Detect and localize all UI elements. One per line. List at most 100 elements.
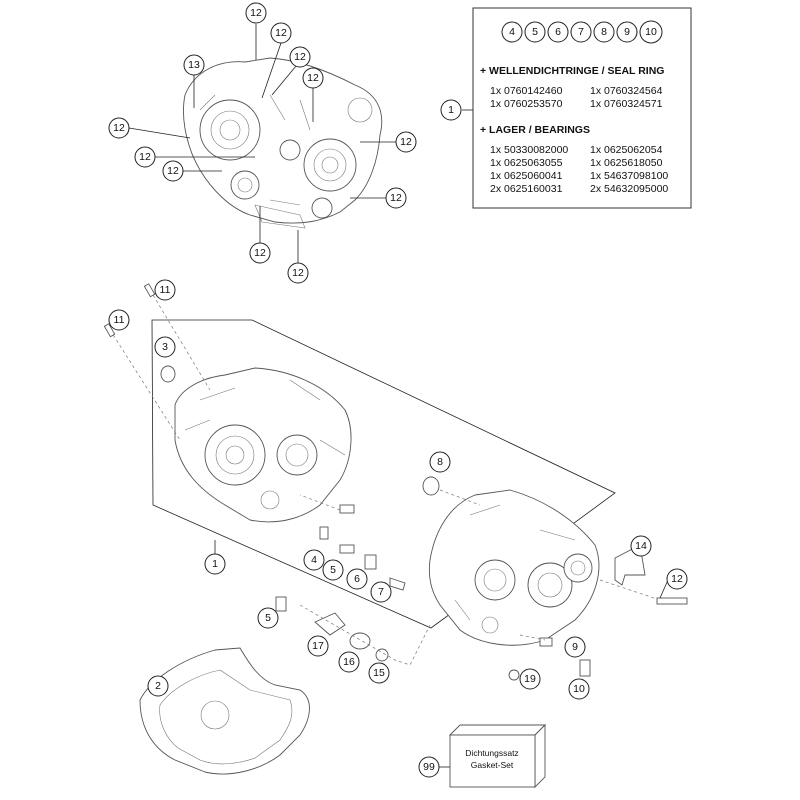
callout-12: 12: [287, 262, 309, 284]
svg-text:7: 7: [378, 586, 384, 598]
screw: [539, 637, 553, 647]
svg-text:11: 11: [114, 314, 125, 326]
dowel-axis: [109, 329, 181, 441]
screw: [319, 526, 329, 540]
crankcase-gasket: [139, 647, 310, 775]
callout-8: 8: [429, 451, 451, 473]
seal-axis: [299, 604, 431, 666]
callout-12: 12: [666, 568, 688, 590]
seal-item: 1x 0760324564: [590, 85, 663, 97]
callout-99: 99: [418, 756, 440, 778]
svg-text:12: 12: [254, 247, 266, 259]
screw-axis: [599, 579, 661, 601]
svg-text:15: 15: [373, 667, 385, 679]
callout-11: 11: [108, 309, 130, 331]
dowel-axis: [149, 289, 211, 391]
svg-text:4: 4: [509, 26, 515, 38]
callout-13: 13: [183, 54, 205, 76]
plug-screw: [275, 596, 287, 612]
svg-text:12: 12: [390, 192, 402, 204]
bearing-item: 1x 0625060041: [490, 170, 563, 182]
callout-2: 2: [147, 675, 169, 697]
callout-5: 5: [322, 559, 344, 581]
callout-12: 12: [162, 160, 184, 182]
bushing-axis: [439, 489, 481, 506]
svg-text:5: 5: [330, 564, 336, 576]
bearing-item: 1x 0625618050: [590, 157, 663, 169]
bearing-item: 1x 54637098100: [590, 170, 668, 182]
svg-text:11: 11: [160, 284, 171, 296]
callout-17: 17: [307, 635, 329, 657]
callout-12: 12: [249, 242, 271, 264]
svg-text:2: 2: [155, 680, 161, 692]
right-crankcase-half: [428, 489, 600, 646]
svg-text:6: 6: [354, 573, 360, 585]
gasket-set-label-en: Gasket-Set: [471, 760, 514, 770]
callout-16: 16: [338, 651, 360, 673]
dowel-pin: [103, 323, 116, 338]
callout-12: 12: [289, 46, 311, 68]
callout-3: 3: [154, 336, 176, 358]
svg-text:4: 4: [311, 554, 317, 566]
screw: [339, 544, 355, 554]
svg-text:8: 8: [437, 456, 443, 468]
drain-plug: [579, 659, 591, 677]
callout-5: 5: [257, 607, 279, 629]
screw: [339, 504, 355, 514]
callout-1: 1: [204, 553, 226, 575]
crankcase-inner-view: [183, 57, 383, 229]
ref-circle-7: 7: [570, 21, 592, 43]
svg-text:12: 12: [292, 267, 304, 279]
washer: [508, 669, 520, 681]
ref-circle-9: 9: [616, 21, 638, 43]
ref-number-row: 4 5 6 7 8 9 10: [501, 20, 663, 44]
washer: [375, 648, 389, 662]
bearing-item: 1x 0625063055: [490, 157, 563, 169]
callout-14: 14: [630, 535, 652, 557]
callout-9: 9: [564, 636, 586, 658]
svg-text:8: 8: [601, 26, 607, 38]
svg-text:12: 12: [307, 72, 319, 84]
ref-circle-6: 6: [547, 21, 569, 43]
top-callouts: 12 12 12 12 13 12 12: [108, 2, 417, 284]
callout-1-info: 1: [440, 99, 462, 121]
retaining-plate: [314, 612, 346, 636]
assembly-callouts: 11 11 3 1 8 14 12 4: [108, 279, 688, 778]
left-crankcase-half: [174, 367, 352, 523]
screw-axis: [519, 634, 546, 641]
svg-text:9: 9: [572, 641, 578, 653]
callout-12: 12: [134, 146, 156, 168]
svg-text:12: 12: [671, 573, 683, 585]
seal-ring: [349, 632, 371, 650]
svg-text:9: 9: [624, 26, 630, 38]
callout-10: 10: [568, 678, 590, 700]
svg-text:12: 12: [294, 51, 306, 63]
callout-12: 12: [245, 2, 267, 24]
callout-19: 19: [519, 668, 541, 690]
bearing-item: 2x 0625160031: [490, 183, 563, 195]
seal-ring-heading: + WELLENDICHTRINGE / SEAL RING: [480, 65, 664, 77]
svg-text:12: 12: [113, 122, 125, 134]
bearings-heading: + LAGER / BEARINGS: [480, 124, 590, 136]
svg-text:10: 10: [645, 26, 657, 38]
callout-15: 15: [368, 662, 390, 684]
svg-text:12: 12: [275, 27, 287, 39]
callout-4: 4: [303, 549, 325, 571]
svg-text:5: 5: [532, 26, 538, 38]
bearing-item: 1x 50330082000: [490, 144, 568, 156]
svg-text:6: 6: [555, 26, 561, 38]
svg-text:12: 12: [139, 151, 151, 163]
parts-info-box: 4 5 6 7 8 9 10: [440, 7, 692, 209]
bushing: [160, 365, 176, 383]
ref-circle-5: 5: [524, 21, 546, 43]
svg-text:1: 1: [448, 104, 454, 116]
callout-12: 12: [302, 67, 324, 89]
svg-text:12: 12: [400, 136, 412, 148]
svg-text:14: 14: [635, 540, 647, 552]
ref-circle-4: 4: [501, 21, 523, 43]
callout-12: 12: [385, 187, 407, 209]
screw: [389, 577, 406, 591]
svg-text:19: 19: [524, 673, 536, 685]
screw: [364, 554, 377, 570]
